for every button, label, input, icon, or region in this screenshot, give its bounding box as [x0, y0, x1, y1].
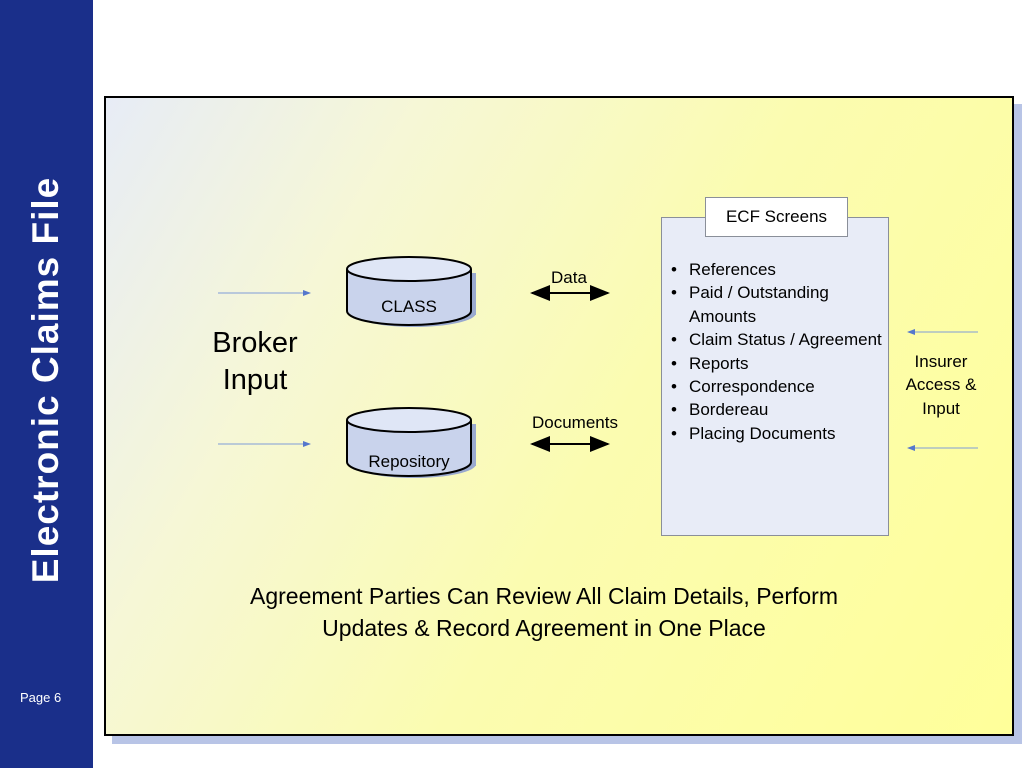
summary-text: Agreement Parties Can Review All Claim D…: [250, 583, 838, 641]
list-item: Placing Documents: [668, 422, 883, 446]
list-item: References: [668, 258, 883, 282]
repository-label: Repository: [368, 452, 450, 471]
insurer-access-label: Insurer Access & Input: [905, 352, 977, 418]
ecf-screens-list: References Paid / Outstanding Amounts Cl…: [668, 258, 883, 446]
documents-label: Documents: [532, 413, 618, 432]
data-label: Data: [551, 268, 587, 287]
list-item: Claim Status / Agreement: [668, 328, 883, 352]
class-database-icon: [346, 256, 476, 327]
sidebar: Electronic Claims File Page 6: [0, 0, 93, 768]
list-item: Correspondence: [668, 375, 883, 399]
broker-input-label: Broker Input: [212, 327, 298, 396]
page-number: Page 6: [20, 690, 62, 705]
list-item: Paid / Outstanding Amounts: [668, 281, 883, 328]
repository-database-icon: [346, 407, 476, 478]
ecf-screens-title: ECF Screens: [705, 197, 848, 237]
list-item: Bordereau: [668, 398, 883, 422]
list-item: Reports: [668, 352, 883, 376]
class-label: CLASS: [381, 297, 437, 316]
